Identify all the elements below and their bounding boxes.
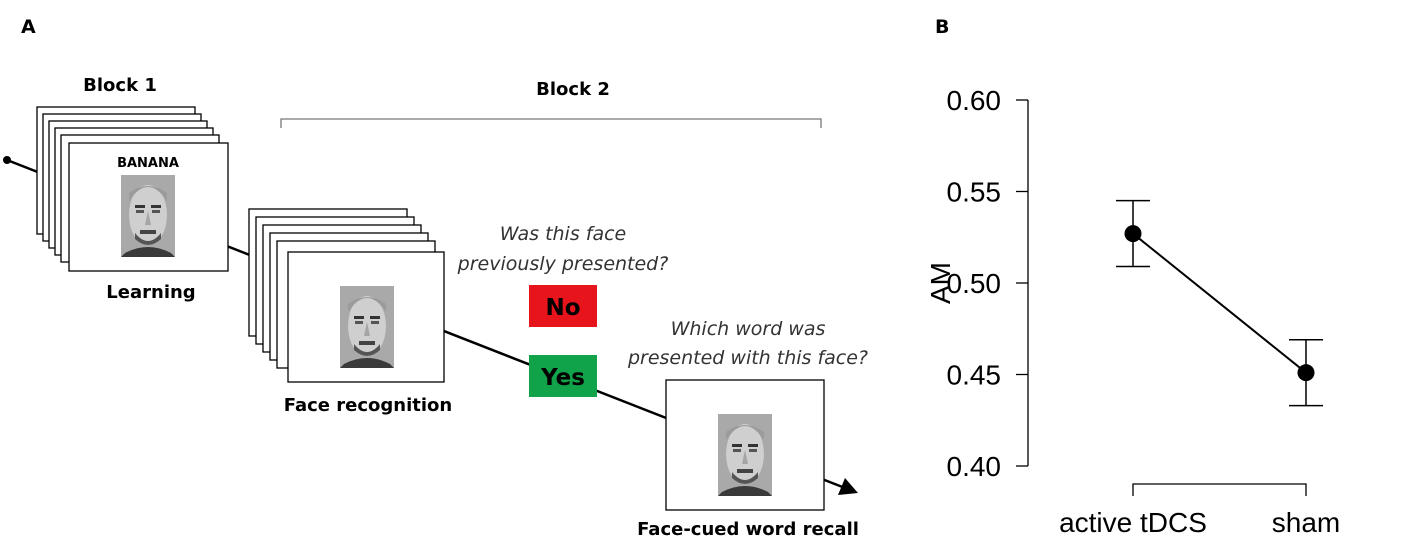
y-tick-label: 0.45 — [947, 360, 1002, 391]
y-ticks: 0.40 0.45 0.50 0.55 0.60 — [947, 85, 1028, 482]
no-button-label: No — [545, 295, 580, 321]
question2-line1: Which word was — [671, 318, 826, 340]
face-image-recognition — [340, 286, 394, 368]
question2-line2: presented with this face? — [627, 347, 868, 369]
x-tick-label: sham — [1272, 507, 1340, 538]
data-point — [1297, 364, 1315, 382]
y-tick-label: 0.55 — [947, 177, 1002, 208]
recognition-card-stack — [248, 208, 445, 383]
no-button: No — [529, 285, 597, 327]
question1-line1: Was this face — [500, 223, 627, 245]
panel-b-letter: B — [935, 16, 949, 38]
word-banana: BANANA — [117, 156, 179, 171]
y-tick-label: 0.60 — [947, 85, 1002, 116]
series-am — [1116, 199, 1323, 407]
y-tick-label: 0.50 — [947, 268, 1002, 299]
am-chart: 0.40 0.45 0.50 0.55 0.60 AM active tDCS sham — [925, 85, 1340, 538]
face-image-learning — [121, 175, 175, 257]
face-recognition-label: Face recognition — [284, 395, 452, 416]
x-tick-label: active tDCS — [1059, 507, 1207, 538]
block2-label: Block 2 — [536, 79, 610, 100]
question1-line2: previously presented? — [457, 253, 669, 275]
data-point — [1124, 225, 1142, 243]
block2-bracket — [280, 118, 822, 128]
yes-button-label: Yes — [540, 365, 585, 391]
learning-label: Learning — [106, 282, 195, 303]
y-axis-title: AM — [925, 262, 956, 304]
yes-button: Yes — [529, 355, 597, 397]
panel-a-letter: A — [21, 16, 36, 38]
x-axis-bracket — [1132, 483, 1307, 496]
recall-label: Face-cued word recall — [637, 519, 859, 540]
block1-label: Block 1 — [83, 75, 157, 96]
y-tick-label: 0.40 — [947, 451, 1002, 482]
face-image-recall — [718, 414, 772, 496]
series-line — [1132, 232, 1307, 374]
x-tick-labels: active tDCS sham — [1059, 507, 1340, 538]
